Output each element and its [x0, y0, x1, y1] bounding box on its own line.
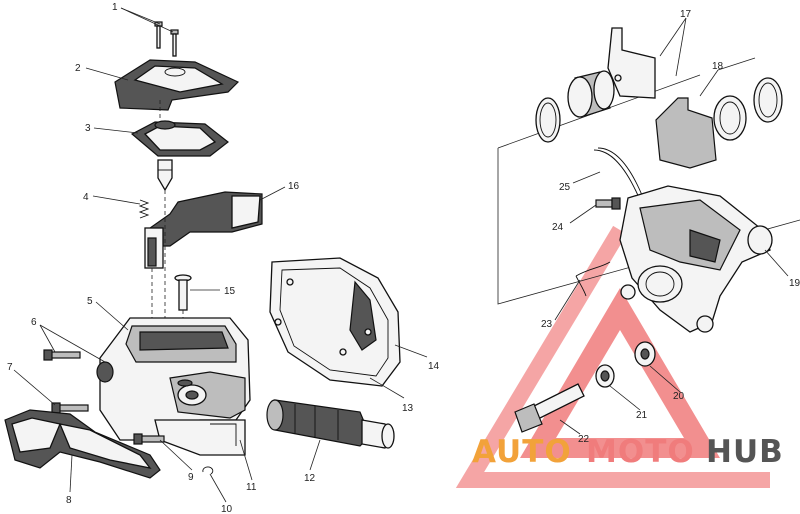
circlip-part-10	[202, 466, 214, 475]
callout-5: 5	[87, 296, 93, 307]
master-cylinder-body-part-5	[96, 317, 251, 456]
callout-16: 16	[288, 181, 300, 192]
mounting-bolt-part-22	[514, 383, 585, 433]
callout-22: 22	[578, 434, 590, 445]
callout-2: 2	[75, 63, 81, 74]
pin-part-15	[174, 274, 192, 311]
callout-20: 20	[673, 391, 685, 402]
washer-part-21	[595, 364, 615, 388]
callout-11: 11	[246, 482, 257, 493]
callout-6: 6	[31, 317, 37, 328]
callout-13: 13	[402, 403, 414, 414]
screws-part-1	[154, 21, 179, 57]
watermark-logo: AUTO MOTO HUB	[472, 434, 784, 470]
reservoir-cover-part-2	[114, 59, 240, 111]
spring-part-4	[138, 199, 150, 219]
lever-part-16	[144, 191, 263, 269]
callout-9: 9	[188, 472, 194, 483]
callout-10: 10	[221, 504, 233, 514]
piston-part-12	[266, 399, 395, 449]
watermark-moto: MOTO	[586, 434, 695, 470]
reservoir-housing-part-13-14	[269, 257, 401, 387]
brake-pad-part-17	[607, 27, 656, 99]
leader-lines	[13, 7, 789, 503]
callout-14: 14	[428, 361, 440, 372]
callout-23: 23	[541, 319, 553, 330]
callout-12: 12	[304, 473, 316, 484]
bleeder-screw-part-24	[595, 197, 621, 210]
watermark-auto: AUTO	[472, 434, 572, 470]
diaphragm-part-3	[130, 120, 229, 157]
bolt-part-7	[51, 402, 89, 414]
callout-1: 1	[112, 2, 118, 13]
callout-3: 3	[85, 123, 91, 134]
bleed-line-part-25	[593, 147, 645, 201]
caliper-body-part-19	[619, 185, 773, 333]
callout-17: 17	[680, 9, 692, 20]
plunger	[157, 159, 173, 192]
brake-lever-part-8	[4, 409, 161, 479]
watermark-triangle	[455, 225, 770, 488]
callout-24: 24	[552, 222, 564, 233]
brake-pad-part-18	[655, 77, 783, 169]
retaining-clip-part-23	[575, 261, 611, 297]
callout-15: 15	[224, 286, 236, 297]
callout-4: 4	[83, 192, 89, 203]
callout-25: 25	[559, 182, 571, 193]
callout-18: 18	[712, 61, 724, 72]
bolt-part-9	[133, 433, 165, 445]
piston-ring-left	[535, 70, 615, 143]
callout-21: 21	[636, 410, 648, 421]
callout-8: 8	[66, 495, 72, 506]
washer-part-20	[634, 341, 656, 367]
callout-19: 19	[789, 278, 800, 289]
watermark-hub: HUB	[706, 434, 784, 470]
bolt-part-6	[43, 349, 81, 361]
callout-7: 7	[7, 362, 13, 373]
